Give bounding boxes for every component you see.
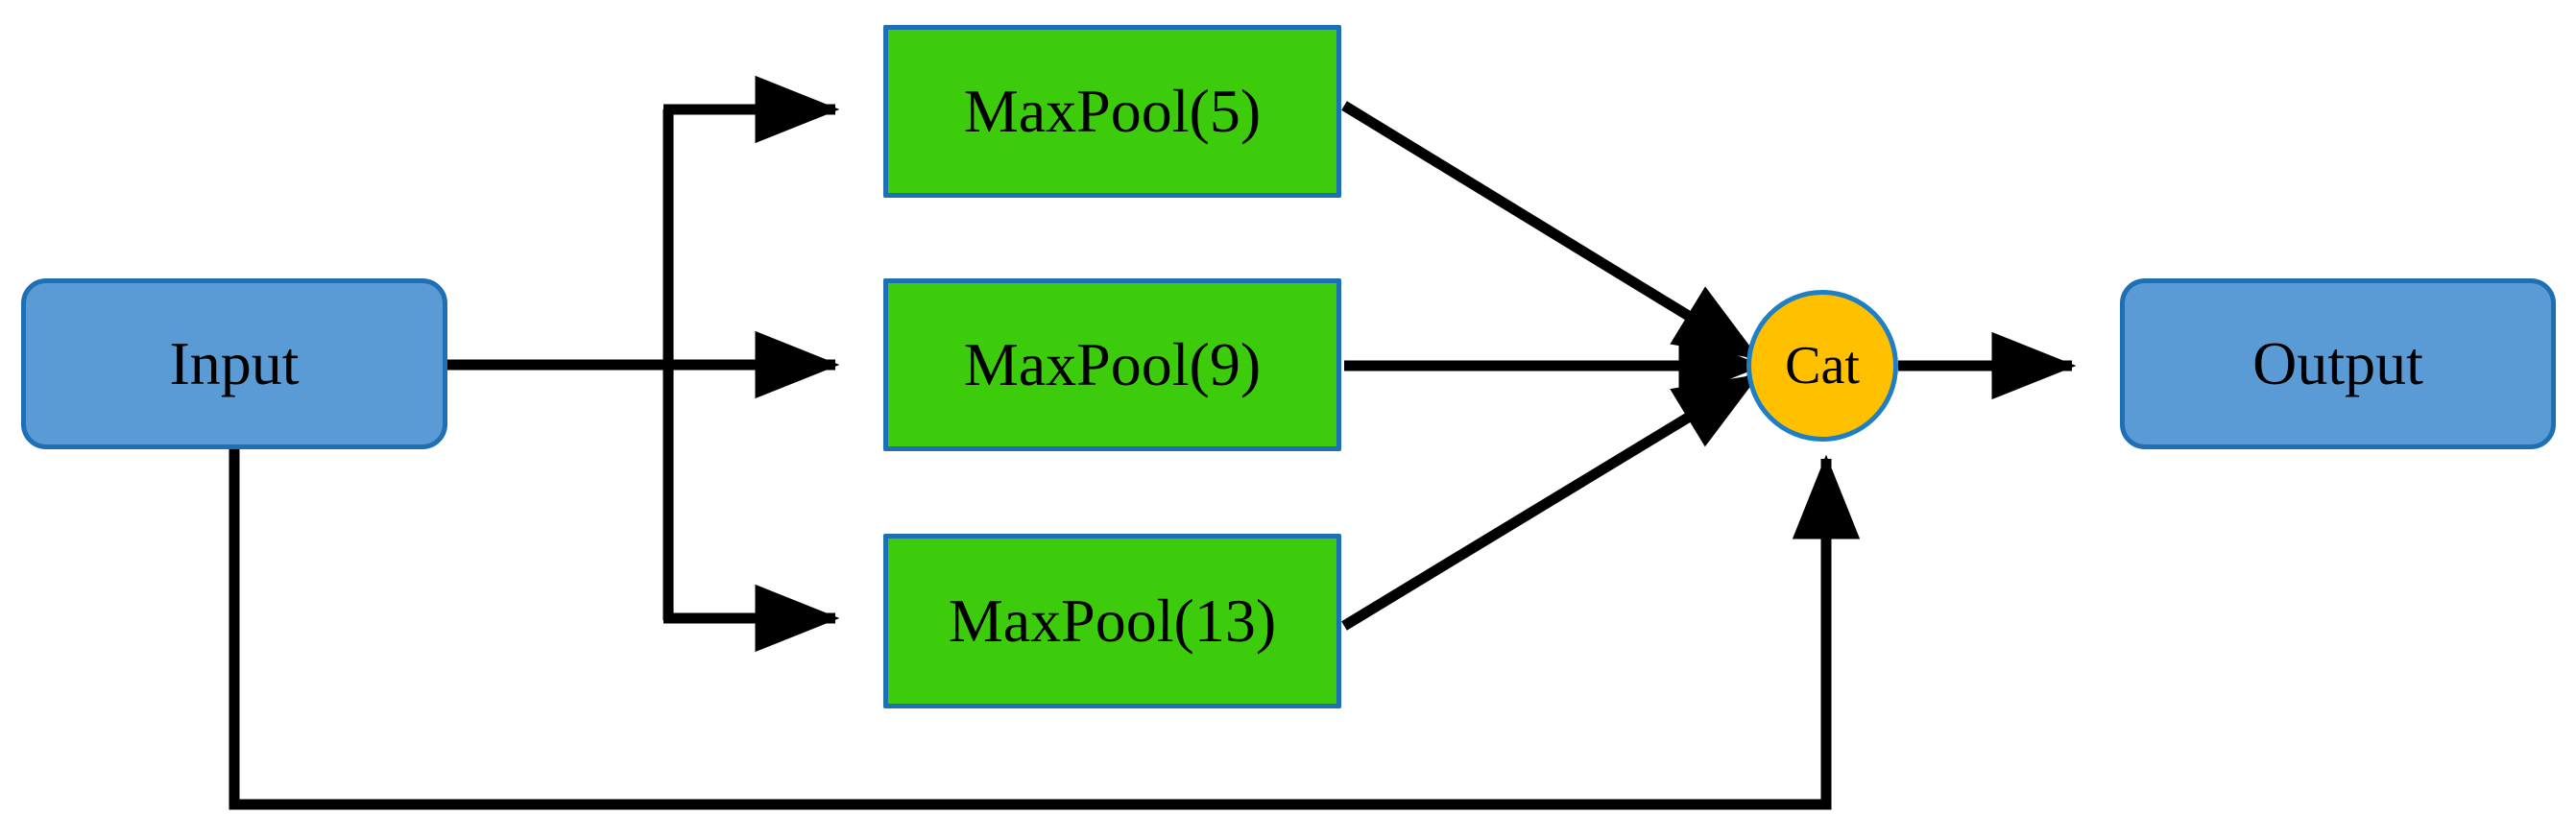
edge-maxpool-5-to-cat bbox=[1341, 101, 1760, 362]
node-cat-label: Cat bbox=[1785, 336, 1860, 396]
node-maxpool-13[interactable]: MaxPool(13) bbox=[883, 534, 1341, 708]
node-cat[interactable]: Cat bbox=[1746, 290, 1898, 442]
node-maxpool-9[interactable]: MaxPool(9) bbox=[883, 278, 1341, 451]
node-output[interactable]: Output bbox=[2120, 278, 2556, 449]
node-maxpool-5[interactable]: MaxPool(5) bbox=[883, 25, 1341, 198]
node-maxpool-13-label: MaxPool(13) bbox=[948, 587, 1277, 655]
node-input[interactable]: Input bbox=[21, 278, 447, 449]
edge-input-skip-to-cat bbox=[229, 449, 1861, 810]
node-maxpool-5-label: MaxPool(5) bbox=[963, 77, 1262, 145]
node-output-label: Output bbox=[2252, 329, 2423, 397]
node-input-label: Input bbox=[169, 329, 300, 397]
node-maxpool-9-label: MaxPool(9) bbox=[963, 330, 1262, 398]
edge-maxpool-13-to-cat bbox=[1341, 372, 1760, 631]
